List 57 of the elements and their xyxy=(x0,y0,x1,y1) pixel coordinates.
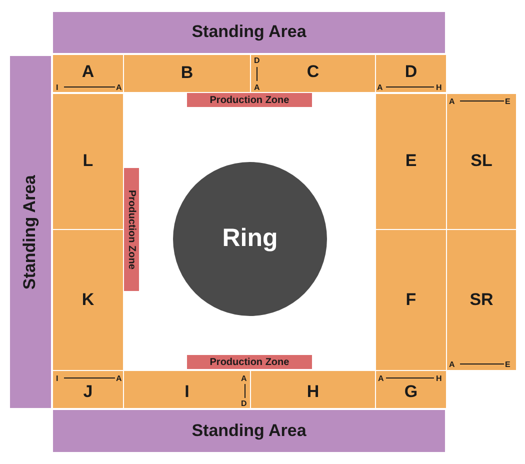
row-letter: A xyxy=(241,374,247,383)
standing-area-block xyxy=(53,12,445,53)
seating-section xyxy=(251,371,375,408)
section-label: SL xyxy=(470,152,492,171)
row-letter: A xyxy=(377,83,383,92)
section-label: H xyxy=(306,383,320,402)
seating-section xyxy=(376,55,446,92)
row-letter: D xyxy=(241,399,247,408)
row-letter: D xyxy=(254,56,260,65)
seating-section xyxy=(53,55,123,92)
standing-area-label: Standing Area xyxy=(192,23,306,42)
standing-area-block xyxy=(53,410,445,452)
production-zone-block xyxy=(124,168,139,291)
seating-section xyxy=(124,55,250,92)
row-letter: A xyxy=(449,360,455,369)
section-label: I xyxy=(184,383,190,402)
production-zone-block xyxy=(187,355,312,369)
seating-section xyxy=(53,230,123,370)
section-label: SR xyxy=(470,290,494,310)
section-label: D xyxy=(404,63,418,82)
section-label: F xyxy=(406,290,416,310)
section-label: J xyxy=(83,383,93,402)
row-letter: E xyxy=(505,360,510,369)
seating-section xyxy=(447,94,516,229)
standing-area-label: Standing Area xyxy=(192,422,306,440)
row-letter: A xyxy=(449,97,455,106)
row-letter: A xyxy=(254,83,260,92)
production-zone-label: Production Zone xyxy=(210,356,290,368)
seating-section xyxy=(124,371,250,408)
section-label: K xyxy=(82,290,94,310)
production-zone-label: Production Zone xyxy=(126,190,137,270)
seating-section xyxy=(376,94,446,229)
section-label: L xyxy=(82,152,94,171)
seating-section xyxy=(376,371,446,408)
seating-section xyxy=(53,94,123,229)
section-label: G xyxy=(404,383,418,402)
seating-section xyxy=(251,55,375,92)
row-letter: A xyxy=(378,374,384,383)
ring-label: Ring xyxy=(222,225,278,253)
production-zone-label: Production Zone xyxy=(210,94,290,106)
seating-section xyxy=(53,371,123,408)
row-letter: A xyxy=(116,83,122,92)
row-letter: E xyxy=(505,97,510,106)
row-letter: I xyxy=(56,374,58,383)
row-letter: A xyxy=(116,374,122,383)
seating-section xyxy=(447,230,516,370)
standing-area-label: Standing Area xyxy=(21,174,40,290)
row-letter: H xyxy=(436,83,442,92)
row-letter: I xyxy=(56,83,58,92)
section-label: A xyxy=(82,63,94,82)
row-letter: H xyxy=(436,374,442,383)
section-label: C xyxy=(306,63,320,82)
standing-area-block xyxy=(10,56,51,408)
production-zone-block xyxy=(187,93,312,107)
seating-section xyxy=(376,230,446,370)
section-label: B xyxy=(180,64,194,83)
section-label: E xyxy=(405,152,417,171)
